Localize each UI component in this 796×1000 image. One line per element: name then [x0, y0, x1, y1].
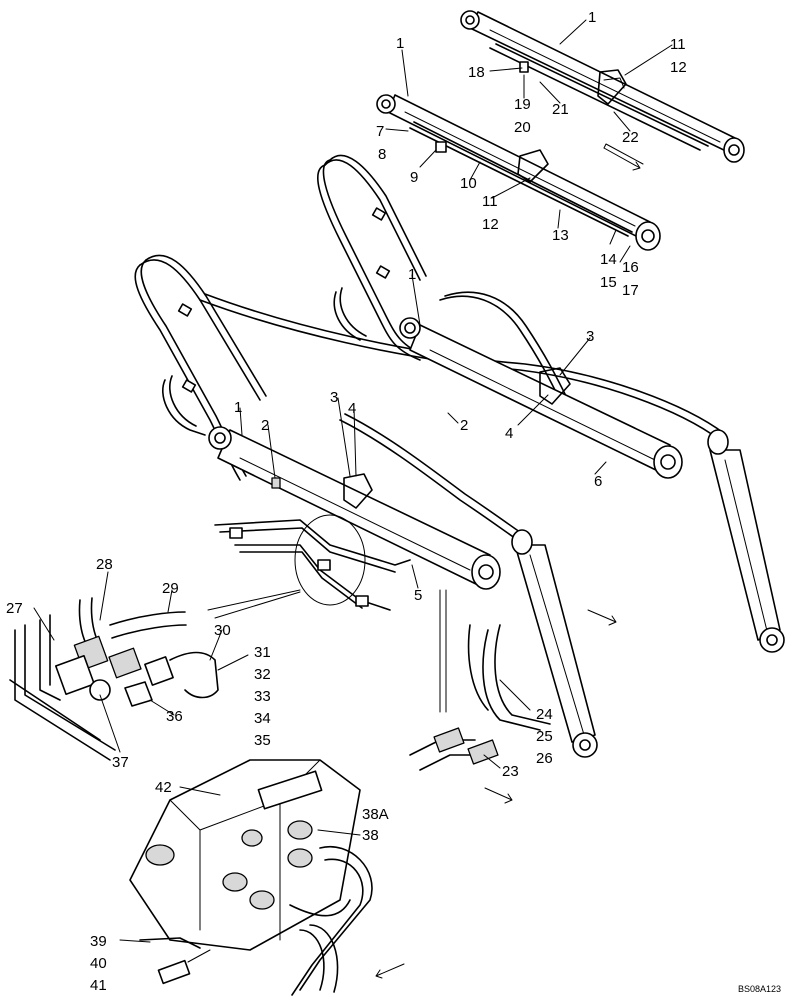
callout-17: 17	[622, 282, 639, 299]
cylinder-left-tall	[511, 529, 598, 758]
callout-38A: 38A	[362, 806, 389, 823]
callout-8: 8	[378, 146, 386, 163]
callout-28: 28	[96, 556, 113, 573]
hose-loop-right	[317, 154, 427, 361]
callout-1: 1	[396, 35, 404, 52]
callout-41: 41	[90, 977, 107, 994]
inset-fittings	[9, 589, 301, 761]
callout-39: 39	[90, 933, 107, 950]
callout-40: 40	[90, 955, 107, 972]
callout-5: 5	[414, 587, 422, 604]
cylinder-top	[460, 10, 745, 163]
callout-32: 32	[254, 666, 271, 683]
callout-1: 1	[588, 9, 596, 26]
cylinder-left-middle	[208, 426, 501, 590]
figure-reference: BS08A123	[738, 984, 781, 994]
cylinder-right-middle	[399, 317, 683, 479]
callout-22: 22	[622, 129, 639, 146]
callout-31: 31	[254, 644, 271, 661]
callout-2: 2	[460, 417, 468, 434]
callout-14: 14	[600, 251, 617, 268]
hoses-couplers	[409, 589, 551, 771]
callout-18: 18	[468, 64, 485, 81]
callout-29: 29	[162, 580, 179, 597]
callout-4: 4	[505, 425, 513, 442]
callout-30: 30	[214, 622, 231, 639]
callout-15: 15	[600, 274, 617, 291]
callout-21: 21	[552, 101, 569, 118]
callout-34: 34	[254, 710, 271, 727]
callout-3: 3	[586, 328, 594, 345]
cylinder-right-tall	[707, 429, 785, 653]
callout-7: 7	[376, 123, 384, 140]
callout-9: 9	[410, 169, 418, 186]
callout-11: 11	[670, 36, 686, 53]
callout-1: 1	[234, 399, 242, 416]
callout-3: 3	[330, 389, 338, 406]
callout-12: 12	[670, 59, 687, 76]
tube-bundle	[214, 514, 411, 611]
callout-10: 10	[460, 175, 477, 192]
direction-arrows	[375, 143, 644, 979]
leader-lines	[33, 19, 673, 943]
callout-24: 24	[536, 706, 553, 723]
callout-25: 25	[536, 728, 553, 745]
callout-27: 27	[6, 600, 23, 617]
control-valve	[129, 759, 373, 996]
callout-16: 16	[622, 259, 639, 276]
hoses-long	[199, 291, 726, 546]
cylinder-second	[376, 94, 661, 251]
callout-6: 6	[594, 473, 602, 490]
callout-20: 20	[514, 119, 531, 136]
callout-35: 35	[254, 732, 271, 749]
callout-2: 2	[261, 417, 269, 434]
callout-12: 12	[482, 216, 499, 233]
callout-26: 26	[536, 750, 553, 767]
callout-33: 33	[254, 688, 271, 705]
callout-42: 42	[155, 779, 172, 796]
callout-36: 36	[166, 708, 183, 725]
callout-38: 38	[362, 827, 379, 844]
callout-23: 23	[502, 763, 519, 780]
callout-11: 11	[482, 193, 498, 210]
callout-13: 13	[552, 227, 569, 244]
callout-4: 4	[348, 400, 356, 417]
callout-1: 1	[408, 266, 416, 283]
callout-labels: 1 11 12 18 19 20 21 22 1 7 8 9 10 11 12 …	[6, 9, 687, 994]
callout-37: 37	[112, 754, 129, 771]
callout-19: 19	[514, 96, 531, 113]
